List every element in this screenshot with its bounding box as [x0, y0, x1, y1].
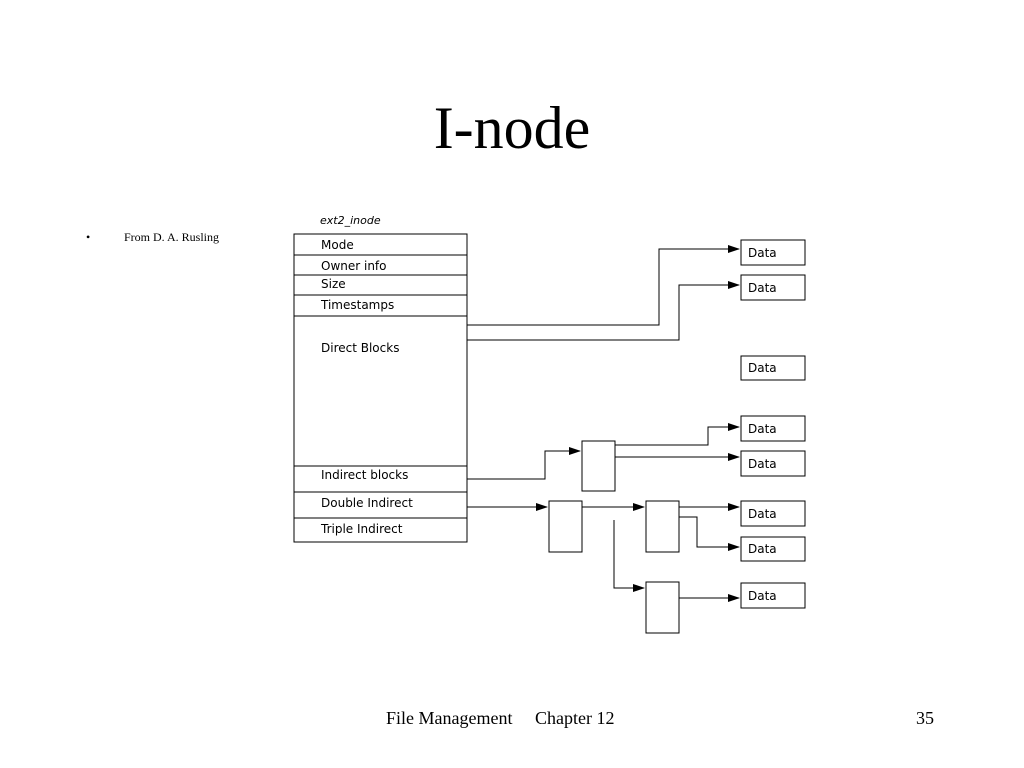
- data-block: [740, 274, 806, 301]
- data-block-label: Data: [748, 589, 777, 603]
- footer-page-number: 35: [916, 708, 934, 728]
- data-block-label: Data: [748, 422, 777, 436]
- field-owner-info: Owner info: [321, 259, 387, 273]
- data-block: [740, 536, 806, 562]
- field-direct-blocks: Direct Blocks: [321, 341, 399, 355]
- indirect-pointer-arrow: [467, 447, 581, 480]
- data-block: [740, 355, 806, 381]
- struct-label: ext2_inode: [320, 214, 381, 227]
- direct-pointer-arrow: [467, 245, 740, 326]
- bullet-text: From D. A. Rusling: [124, 230, 220, 244]
- block-pointer-arrow: [679, 516, 740, 551]
- data-block-label: Data: [748, 246, 777, 260]
- field-mode: Mode: [321, 238, 354, 252]
- field-indirect-blocks: Indirect blocks: [321, 468, 408, 482]
- field-triple-indirect: Triple Indirect: [320, 522, 403, 536]
- footer-chapter: File Management Chapter 12: [386, 708, 615, 728]
- inode-table: [293, 233, 468, 543]
- bullet-item: • From D. A. Rusling: [86, 230, 219, 245]
- field-timestamps: Timestamps: [320, 298, 394, 312]
- data-block-label: Data: [748, 361, 777, 375]
- block-pointer-arrow: [615, 423, 740, 446]
- field-size: Size: [321, 277, 346, 291]
- data-block-label: Data: [748, 281, 777, 295]
- data-block: [740, 500, 806, 527]
- direct-pointer-arrow: [467, 281, 740, 341]
- data-block-label: Data: [748, 457, 777, 471]
- bullet-list: • From D. A. Rusling: [86, 230, 219, 245]
- field-double-indirect: Double Indirect: [321, 496, 413, 510]
- data-block-label: Data: [748, 507, 777, 521]
- data-block: [740, 239, 806, 266]
- double-indirect-pointer-block: [548, 500, 583, 553]
- data-block: [740, 450, 806, 477]
- slide-title: I-node: [433, 95, 591, 161]
- block-pointer-arrow: [613, 520, 645, 592]
- second-level-pointer-block: [645, 500, 680, 553]
- data-block-label: Data: [748, 542, 777, 556]
- data-block: [740, 582, 806, 609]
- second-level-pointer-block: [645, 581, 680, 634]
- bullet-dot: •: [86, 230, 91, 244]
- inode-table-border: [293, 233, 468, 543]
- data-block: [740, 415, 806, 442]
- indirect-pointer-block: [581, 440, 616, 492]
